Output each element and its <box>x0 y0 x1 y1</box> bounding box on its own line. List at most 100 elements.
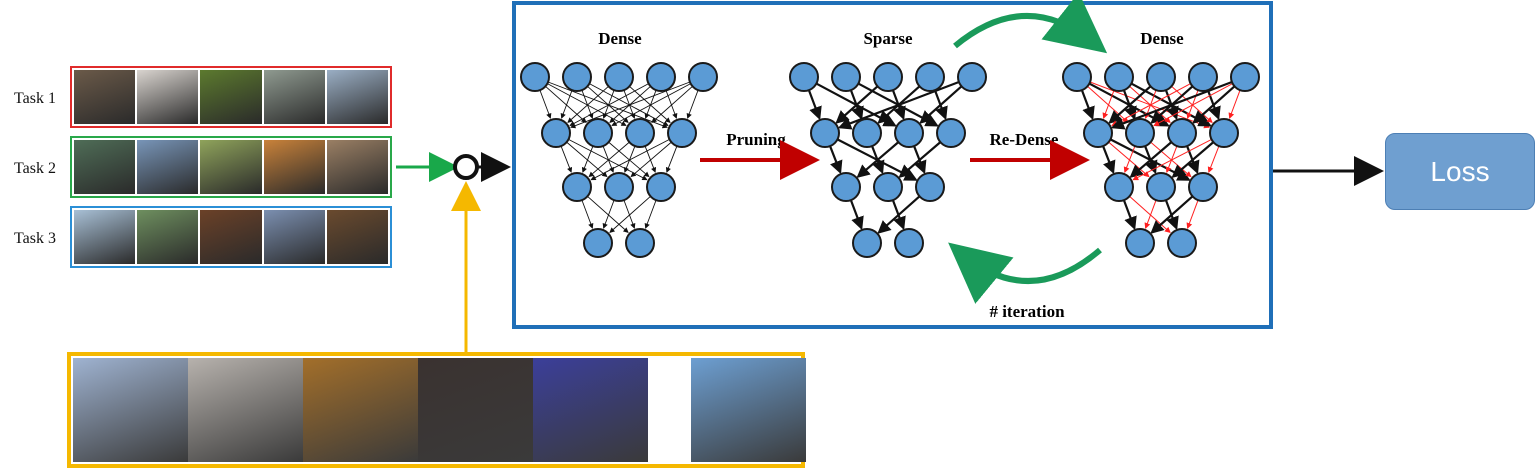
regrown-edge <box>1132 138 1212 181</box>
network-edge <box>587 85 629 123</box>
task-1-images <box>70 66 392 128</box>
regrown-edge <box>1123 145 1136 174</box>
memory-gap <box>648 358 691 462</box>
merge-node <box>453 154 479 180</box>
network-edge <box>602 199 615 229</box>
network-edge <box>630 141 672 178</box>
neuron-node <box>1167 228 1197 258</box>
task-image-thumbnail <box>137 70 199 124</box>
neuron-node <box>646 172 676 202</box>
task-image-thumbnail <box>263 140 325 194</box>
neuron-node <box>667 118 697 148</box>
neuron-node <box>852 228 882 258</box>
network-edge <box>566 141 608 178</box>
neuron-node <box>936 118 966 148</box>
network-edge <box>898 141 942 179</box>
neuron-node <box>852 118 882 148</box>
network-edge <box>644 145 657 173</box>
task-1-label: Task 1 <box>14 90 56 107</box>
neuron-node <box>915 172 945 202</box>
memory-image-thumbnail <box>533 358 648 462</box>
stage-title-dense-1: Dense <box>598 29 642 48</box>
task-3-images <box>70 206 392 268</box>
network-edge <box>567 85 609 123</box>
memory-image-thumbnail <box>73 358 188 462</box>
network-edge <box>665 89 678 119</box>
redense-label: Re-Dense <box>990 130 1059 149</box>
task-image-thumbnail <box>74 140 136 194</box>
neuron-node <box>873 172 903 202</box>
network-edge <box>608 141 650 178</box>
memory-image-thumbnail <box>691 358 806 462</box>
kept-edge <box>1080 89 1095 121</box>
regrown-edge <box>1129 195 1171 234</box>
neuron-node <box>583 228 613 258</box>
task-image-thumbnail <box>74 210 136 264</box>
network-edge <box>835 85 879 124</box>
task-image-thumbnail <box>200 210 262 264</box>
neuron-node <box>1062 62 1092 92</box>
neuron-node <box>873 62 903 92</box>
network-edge <box>545 85 587 123</box>
kept-edge <box>1122 199 1137 231</box>
kept-edge <box>1171 141 1215 179</box>
task-image-thumbnail <box>263 70 325 124</box>
network-edge <box>623 89 636 119</box>
neuron-node <box>1230 62 1260 92</box>
regrown-edge <box>1102 89 1115 119</box>
task-2-label: Task 2 <box>14 160 56 177</box>
memory-image-thumbnail <box>303 358 418 462</box>
neuron-node <box>562 62 592 92</box>
task-image-thumbnail <box>200 140 262 194</box>
loss-box: Loss <box>1385 133 1535 210</box>
network-edge <box>602 145 615 173</box>
network-edge <box>686 89 699 119</box>
network-edge <box>581 199 594 229</box>
network-edge <box>623 145 636 173</box>
neuron-node <box>1125 118 1155 148</box>
pruning-label: Pruning <box>726 130 786 149</box>
kept-edge <box>1192 85 1236 124</box>
kept-edge <box>1129 141 1173 179</box>
network-edge <box>609 195 651 233</box>
neuron-node <box>1125 228 1155 258</box>
neuron-node <box>957 62 987 92</box>
network-edge <box>837 80 960 130</box>
iteration-arrow-bottom <box>948 242 1102 304</box>
task-image-thumbnail <box>137 210 199 264</box>
network-edge <box>919 85 963 124</box>
neuron-node <box>789 62 819 92</box>
neuron-node <box>1104 62 1134 92</box>
network-edge <box>807 89 822 121</box>
network-edge <box>877 195 921 234</box>
regrown-edge <box>1207 145 1220 174</box>
neuron-node <box>810 118 840 148</box>
kept-edge <box>1110 80 1233 130</box>
network-edge <box>560 89 573 119</box>
neuron-node <box>583 118 613 148</box>
network-edge <box>611 83 691 126</box>
task-image-thumbnail <box>326 210 389 264</box>
regrown-edge <box>1228 89 1241 119</box>
neuron-node <box>831 172 861 202</box>
network-edge <box>581 89 594 119</box>
network-edge <box>644 89 657 119</box>
neuron-node <box>831 62 861 92</box>
neuron-node <box>894 228 924 258</box>
task-image-thumbnail <box>200 70 262 124</box>
stage-title-dense-2: Dense <box>1140 29 1184 48</box>
regrown-edge <box>1087 85 1129 124</box>
network-edge <box>623 199 636 229</box>
regrown-edge <box>1153 83 1233 126</box>
task-image-thumbnail <box>263 210 325 264</box>
network-edge <box>602 89 615 119</box>
neuron-node <box>1146 62 1176 92</box>
neuron-node <box>604 172 634 202</box>
network-edge <box>590 139 670 181</box>
loss-label: Loss <box>1430 155 1490 187</box>
memory-image-thumbnail <box>418 358 533 462</box>
neuron-node <box>520 62 550 92</box>
network-edge <box>665 145 678 173</box>
network-edge <box>849 199 864 231</box>
